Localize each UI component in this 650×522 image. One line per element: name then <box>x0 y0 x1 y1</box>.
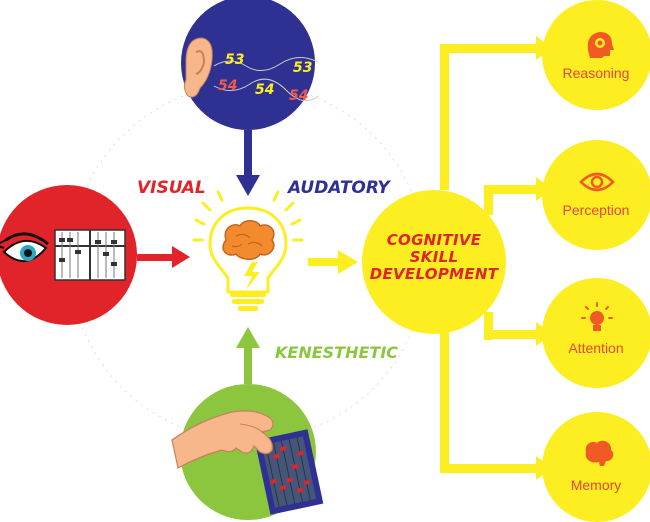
lightbulb-icon <box>581 302 613 331</box>
skill-label-reasoning: Reasoning <box>562 65 630 81</box>
skill-label-perception: Perception <box>562 202 630 218</box>
auditory-circle: 53 53 54 54 54 <box>181 0 319 130</box>
skill-circle-perception <box>542 140 650 250</box>
abacus-icon <box>54 229 126 281</box>
skill-label-attention: Attention <box>568 340 624 356</box>
cognitive-label-line1: COGNITIVE <box>386 231 482 249</box>
visual-circle <box>0 185 137 325</box>
auditory-number: 53 <box>293 60 312 76</box>
cognitive-label-line2: SKILL <box>409 248 459 266</box>
cognitive-label: COGNITIVE SKILL DEVELOPMENT <box>360 232 508 283</box>
gear-head-icon <box>587 32 614 58</box>
brain-bulb-icon <box>192 190 304 311</box>
auditory-number: 54 <box>255 82 274 98</box>
skill-circle-attention <box>542 278 650 388</box>
kinesthetic-circle <box>171 384 324 520</box>
hand-icon <box>171 410 274 469</box>
kinesthetic-arrow <box>236 327 260 384</box>
auditory-number: 54 <box>289 88 308 104</box>
cognitive-label-line3: DEVELOPMENT <box>369 265 499 283</box>
auditory-label: AUDATORY <box>288 178 390 198</box>
skill-circle-memory <box>542 412 650 522</box>
visual-arrow <box>137 246 190 268</box>
cognitive-circle <box>362 190 506 334</box>
ear-icon <box>183 37 213 98</box>
brain-icon <box>585 440 614 466</box>
bulb-to-cognitive-arrow <box>308 250 358 274</box>
auditory-number: 54 <box>218 78 237 94</box>
eye-icon <box>579 172 615 192</box>
skill-connectors <box>440 36 552 480</box>
auditory-arrow <box>236 130 260 196</box>
visual-label: VISUAL <box>137 178 206 198</box>
eye-icon <box>0 232 49 262</box>
kinesthetic-label: KENESTHETIC <box>275 343 399 362</box>
skill-label-memory: Memory <box>570 477 622 493</box>
auditory-number: 53 <box>225 52 244 68</box>
